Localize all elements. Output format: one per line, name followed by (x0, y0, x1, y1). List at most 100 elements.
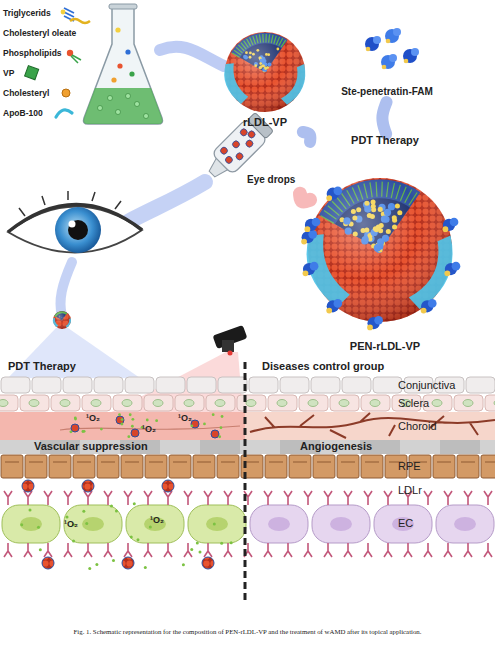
bruch-membrane (200, 440, 240, 454)
conjunctiva-cell (280, 377, 309, 393)
penetratin-blob (334, 187, 343, 196)
ldl-receptor (4, 543, 12, 557)
ldl-receptor (44, 543, 52, 557)
conjunctiva-cell (1, 377, 30, 393)
conjunctiva-cell (249, 377, 278, 393)
apob-band (66, 318, 71, 327)
ldl-receptor (264, 491, 272, 505)
ldl-receptor (164, 543, 172, 557)
legend-label: ApoB-100 (3, 108, 43, 118)
figure-caption: Fig. 1. Schematic representation for the… (0, 628, 495, 635)
singlet-oxygen-dot (121, 423, 124, 426)
node-label: EC (398, 500, 493, 546)
endothelial-cell (312, 505, 370, 543)
eyelashes (19, 191, 121, 216)
bottle-particle (247, 130, 257, 140)
bubble (108, 96, 113, 101)
apob-band (53, 318, 58, 327)
cholesteryl-icon (62, 89, 70, 97)
rpe-stripe (197, 462, 211, 463)
ldl-receptor (204, 491, 212, 505)
sclera-cell (206, 395, 235, 411)
peptide-blob (373, 36, 381, 44)
ldl-receptor (324, 491, 332, 505)
singlet-oxygen-dot (66, 516, 69, 519)
ldl-receptor (424, 491, 432, 505)
bottle-particle (219, 146, 229, 156)
singlet-oxygen-dot (70, 430, 73, 433)
singlet-oxygen-dot (127, 435, 130, 438)
legend-entry: Cholesteryl (3, 87, 49, 99)
node-label: Sclera (398, 394, 493, 412)
choroid-particle (116, 416, 124, 424)
legend-entry: Triglycerids (3, 7, 51, 19)
cell-nucleus (339, 400, 349, 407)
cell-nucleus (122, 400, 132, 407)
singlet-oxygen-label: ¹O₂ (64, 519, 78, 530)
apob-band (224, 63, 248, 104)
cell-nucleus (432, 400, 442, 407)
cell-nucleus (330, 517, 352, 531)
cell-nucleus (215, 400, 225, 407)
ldl-receptor (104, 491, 112, 505)
cell-nucleus (82, 517, 104, 531)
penetratin-blob (312, 218, 321, 227)
conjunctiva-cell (218, 377, 247, 393)
penetratin-blob (450, 218, 459, 227)
receptor-label: LDLr (398, 484, 422, 497)
molecule-dot (111, 77, 116, 82)
singlet-oxygen-dot (220, 542, 223, 545)
sclera-cell (144, 395, 173, 411)
vp-cube (25, 66, 39, 80)
singlet-oxygen-dot (29, 508, 32, 511)
singlet-oxygen-dot (131, 418, 134, 421)
group-divider (244, 362, 247, 600)
triglyceride-icon (61, 10, 66, 15)
legend-label: Triglycerids (3, 8, 51, 18)
ldl-receptor (144, 491, 152, 505)
rpe-stripe (293, 462, 307, 463)
singlet-oxygen-dot (95, 563, 98, 566)
bound-particle (42, 557, 54, 569)
phospholipid-shell (225, 32, 305, 112)
rpe-cell (169, 455, 191, 478)
ldl-receptor (484, 491, 492, 505)
fam-dye (421, 308, 427, 314)
singlet-oxygen-dot (230, 541, 233, 544)
fam-dye (444, 270, 450, 276)
flow-swoosh (160, 47, 224, 66)
tissue-layer: Choroid (0, 412, 495, 440)
cell-nucleus (268, 517, 290, 531)
lipoprotein-particle (224, 32, 305, 112)
penetratin-blob (428, 299, 437, 308)
sclera-cell (299, 395, 328, 411)
ldl-receptor (444, 491, 452, 505)
rpe-cell (265, 455, 287, 478)
angiogenic-vessel (250, 413, 495, 438)
molecule-dot (125, 49, 130, 54)
sclera-cell (20, 395, 49, 411)
bubble (126, 94, 131, 99)
singlet-oxygen-dot (218, 435, 221, 438)
singlet-oxygen-label: ¹O₂ (86, 413, 100, 424)
fam-dye (301, 239, 307, 245)
choroid-particle (191, 420, 199, 428)
sclera-cell (361, 395, 390, 411)
bound-particle (202, 557, 214, 569)
flow-swoosh (60, 262, 72, 316)
rpe-cell (25, 455, 47, 478)
flow-connector (303, 132, 311, 142)
fam-dye (386, 39, 391, 44)
rpe-stripe (269, 462, 283, 463)
bottle-particle (235, 152, 245, 162)
rpe-stripe (437, 462, 451, 463)
ldl-receptor (364, 543, 372, 557)
choroid-particle (71, 424, 79, 432)
rpe-cell (97, 455, 119, 478)
molecule-dot (117, 63, 122, 68)
penetratin-blob (334, 299, 343, 308)
cell-nucleus (29, 400, 39, 407)
penetratin-blob (308, 230, 317, 239)
iris (55, 207, 101, 253)
